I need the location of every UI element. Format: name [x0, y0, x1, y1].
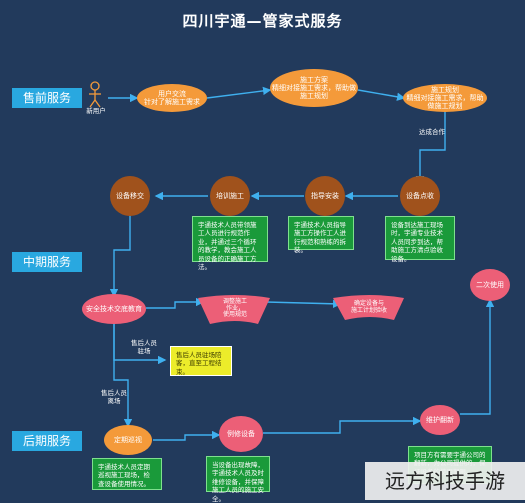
node-n4: 设备点收: [406, 191, 434, 200]
box-repair: 当设备出现故障，宇通技术人员及时维修设备，并保障施工人员的施工安全。: [206, 456, 270, 503]
edge-n12-n13: [153, 430, 221, 441]
node-shape-n6: [210, 176, 250, 216]
edge-n1-n2: [206, 86, 272, 99]
page-title: 四川宇通—管家式服务: [182, 12, 343, 30]
connectors: [108, 86, 495, 441]
node-shape-n13: [219, 416, 263, 452]
node-shape-n3: [403, 84, 487, 112]
node-n1: 用户交流 针对了解施工需求: [144, 89, 200, 106]
edge-n2-n3: [357, 89, 406, 101]
node-n11: 二次使用: [476, 280, 504, 289]
node-shape-n12: [104, 425, 152, 455]
phase-label-post: 后期服务: [12, 431, 82, 451]
box-train: 宇通技术人员带领施工人员进行规范作业，并通过三个循环的教学，教会施工人员设备的正…: [192, 216, 268, 271]
edge-n3-n4: [415, 108, 446, 185]
node-shape-n7: [110, 176, 150, 216]
node-shape-n8: [82, 294, 146, 324]
new-user-label: 新用户: [86, 107, 106, 115]
watermark: 远方科技手游: [365, 462, 525, 500]
node-shape-n10: [333, 295, 404, 320]
node-n5: 指导安装: [311, 191, 339, 200]
node-shape-n1: [137, 84, 207, 112]
box-check: 设备到达施工现场时，宇通专业技术人员同步到达，帮助施工方清点验收设备。: [385, 216, 455, 263]
node-shape-n5: [305, 176, 345, 216]
node-n8: 安全技术交底教育: [86, 304, 142, 313]
phase-label-mid: 中期服务: [12, 252, 82, 272]
edge-n7-n8: [109, 210, 131, 298]
new-user-icon: [89, 81, 101, 108]
node-n3: 施工规划 精细对接施工需求，帮助做施工规划: [406, 85, 484, 111]
box-patrol: 宇通技术人员定期巡视施工现场，检查设备使用情况。: [92, 458, 162, 490]
box-onsite: 售后人员驻场陪客，直至工程结束。: [170, 346, 232, 376]
edge-label-agree: 达成合作: [419, 128, 445, 136]
phase-label-pre: 售前服务: [12, 88, 82, 108]
edge-n14-n11: [460, 298, 495, 415]
node-n6: 培训施工: [216, 191, 244, 200]
edge-label-staff-stay: 售后人员 驻场: [131, 339, 157, 355]
node-n9: 调整施工 作业， 使用规范: [222, 297, 247, 319]
edge-n8-n12: [113, 322, 133, 428]
node-shape-n4: [400, 176, 440, 216]
node-shape-n9: [198, 295, 270, 324]
box-guide: 宇通技术人员指导施工方操作工人进行规范和熟练的拆装。: [288, 216, 354, 254]
node-shape-n2: [270, 69, 358, 107]
edge-n9-n10: [265, 299, 342, 309]
node-n14: 维护翻新: [426, 415, 454, 424]
edge-label-staff-leave: 售后人员 离场: [101, 389, 127, 405]
node-shape-n11: [470, 269, 510, 301]
edge-n8-n9: [146, 297, 205, 309]
edge-n13-n14: [263, 416, 422, 434]
node-n10: 确定设备与 施工计划验收: [350, 300, 387, 314]
node-n12: 定期巡视: [114, 435, 142, 444]
node-n7: 设备移交: [116, 191, 144, 200]
node-n2: 施工方案 精细对接施工需求，帮助做施工规划: [272, 75, 356, 101]
node-shape-n14: [420, 405, 460, 435]
node-n13: 例修设备: [227, 429, 255, 438]
